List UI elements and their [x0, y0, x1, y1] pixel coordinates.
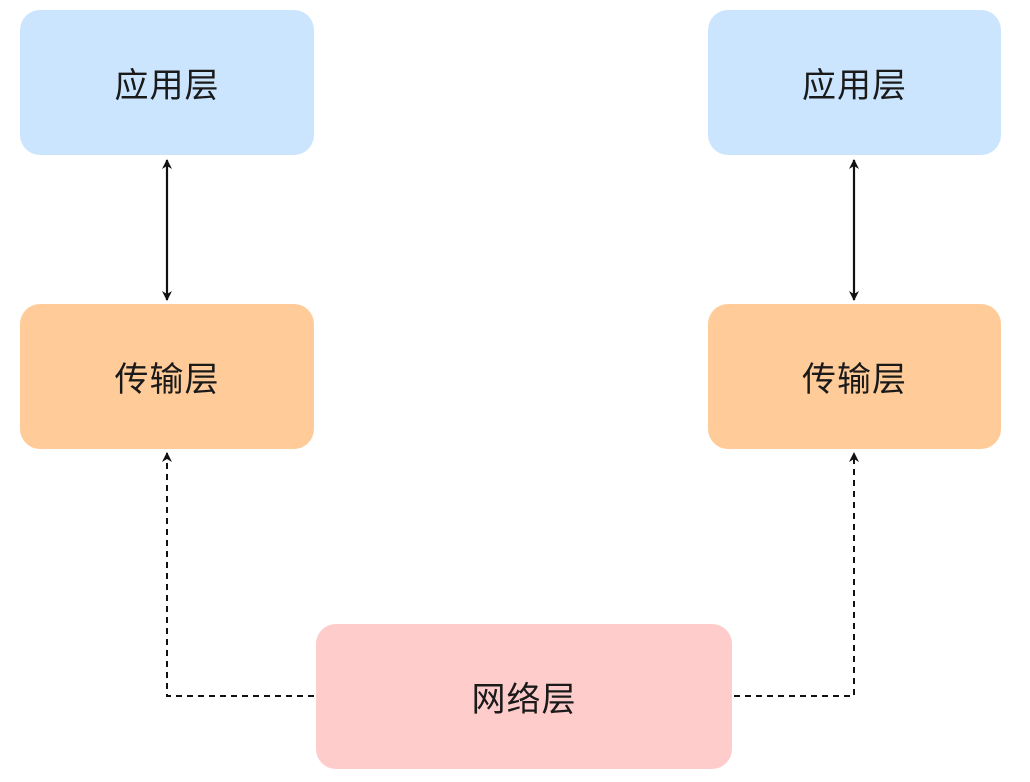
- transport-layer-left-label: 传输层: [114, 360, 220, 400]
- application-layer-left: 应用层: [20, 10, 314, 155]
- application-layer-left-label: 应用层: [114, 66, 220, 106]
- network-layer-label: 网络层: [471, 680, 577, 720]
- transport-layer-right-label: 传输层: [802, 360, 907, 400]
- application-layer-right-label: 应用层: [802, 66, 907, 106]
- network-layer: 网络层: [316, 624, 732, 769]
- edge-network-transport-right: [734, 452, 859, 697]
- application-layer-right: 应用层: [708, 10, 1001, 155]
- transport-layer-left: 传输层: [20, 304, 314, 449]
- edge-network-transport-left: [162, 452, 314, 697]
- transport-layer-right: 传输层: [708, 304, 1001, 449]
